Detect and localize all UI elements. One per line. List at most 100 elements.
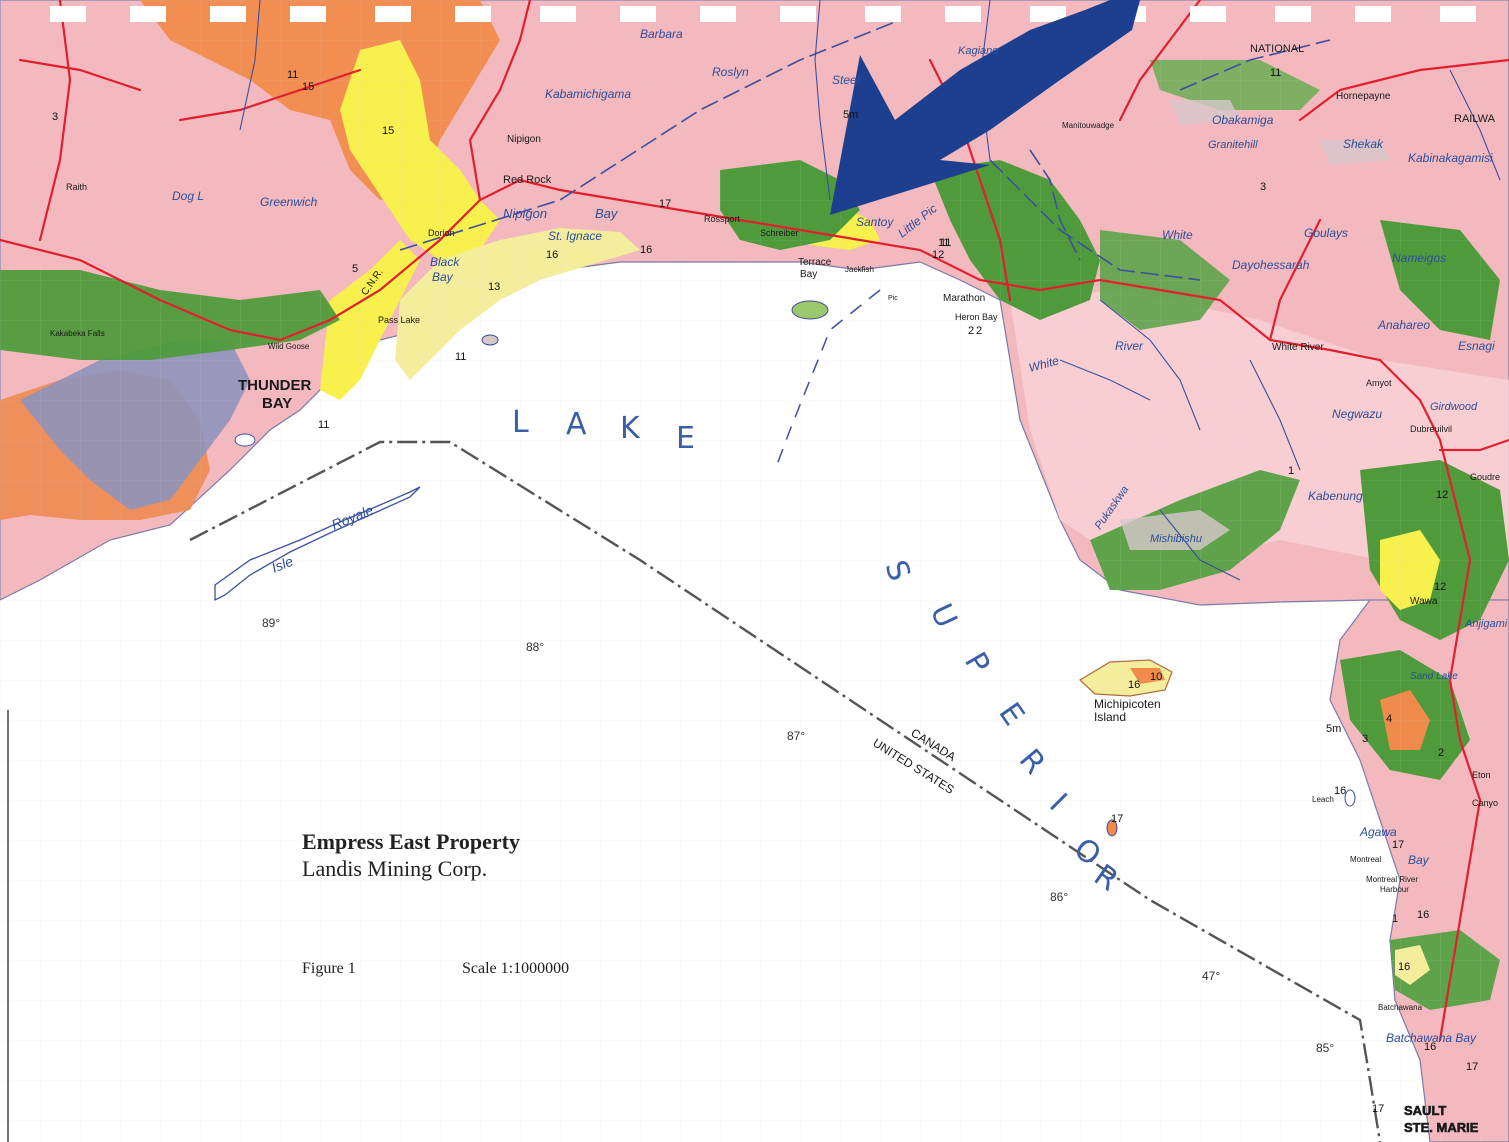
place-label: Wawa	[1410, 596, 1438, 607]
place-label: Dorion	[428, 228, 455, 238]
place-label: Heron Bay	[955, 312, 998, 322]
place-label: Anahareo	[1377, 318, 1430, 332]
longitude-89: 89°	[262, 616, 280, 630]
unit-numbers: 11 15 15 3 16 16 13 11 12 5 2 11 11 17 1…	[52, 67, 1478, 1115]
place-label: Rossport	[704, 214, 741, 224]
unit-number: 17	[1111, 813, 1123, 825]
unit-number: 2	[968, 325, 974, 337]
place-label: Canyo	[1472, 798, 1498, 808]
place-label: Batchawana Bay	[1386, 1031, 1477, 1045]
place-label: Bay	[1408, 853, 1430, 867]
place-label: Sand Lake	[1410, 671, 1458, 682]
longitude-87: 87°	[787, 729, 805, 743]
place-label: Hornepayne	[1336, 91, 1391, 102]
place-label: Marathon	[943, 293, 985, 304]
figure-caption: Empress East Property Landis Mining Corp…	[302, 828, 822, 977]
city-thunder-bay: THUNDER	[238, 377, 311, 394]
place-label: RAILWA	[1454, 113, 1496, 125]
place-label: Leach	[1312, 795, 1334, 804]
property-title: Empress East Property	[302, 829, 520, 854]
place-label: Dayohessarah	[1232, 258, 1310, 272]
place-label: NATIONAL	[1250, 43, 1304, 55]
lake-letter: A	[566, 407, 587, 442]
unit-number: 5	[352, 263, 358, 275]
place-label: Roslyn	[712, 65, 749, 79]
longitude-85: 85°	[1316, 1041, 1334, 1055]
longitude-88: 88°	[526, 640, 544, 654]
arrow-pointer-icon	[830, 0, 1140, 215]
lake-letter: K	[620, 411, 641, 446]
unit-number: 3	[1362, 733, 1368, 745]
unit-number: 5m	[1326, 723, 1341, 735]
lake-letter: L	[512, 405, 529, 440]
place-label: Bay	[432, 270, 454, 284]
railways	[399, 19, 1331, 281]
place-label: Pass Lake	[378, 315, 420, 325]
unit-number: 17	[1372, 1103, 1384, 1115]
place-label: Batchawana	[1378, 1003, 1423, 1012]
place-label: Greenwich	[260, 195, 318, 209]
unit-number: 11	[940, 237, 951, 249]
place-label: Anjigami	[1464, 618, 1508, 630]
place-label: Kakabeka Falls	[50, 329, 105, 338]
place-label: Nipigon	[507, 134, 541, 145]
michipicoten-label-2: Island	[1094, 710, 1126, 724]
latitude-47: 47°	[1202, 969, 1220, 983]
unit-number: 1	[1392, 913, 1398, 925]
place-label: River	[1115, 339, 1144, 353]
unit-number: 17	[1392, 839, 1404, 851]
place-label: Granitehill	[1208, 139, 1258, 151]
city-thunder-bay-2: BAY	[262, 395, 292, 412]
place-label: Montreal River	[1366, 875, 1418, 884]
unit-number: 11	[1270, 67, 1281, 79]
place-label: Kabenung	[1308, 489, 1363, 503]
place-label: Shekak	[1343, 137, 1384, 151]
place-label: White River	[1272, 342, 1324, 353]
place-label: Mishibishu	[1150, 533, 1202, 545]
place-label: Obakamiga	[1212, 113, 1274, 127]
place-label: Agawa	[1359, 825, 1397, 839]
unit-number: 11	[318, 419, 329, 431]
figure-row: Figure 1 Scale 1:1000000	[302, 960, 569, 978]
map-scale: Scale 1:1000000	[462, 960, 570, 977]
place-label: Nipigon	[503, 206, 547, 221]
unit-number: 13	[488, 281, 500, 293]
place-label: Eton	[1472, 770, 1491, 780]
place-label: Terrace	[798, 257, 832, 268]
unit-number: 16	[1398, 961, 1410, 973]
city-sault: SAULT	[1404, 1103, 1446, 1118]
figure-number: Figure 1	[302, 960, 356, 977]
rivers	[239, 0, 1501, 581]
unit-number: 2	[1438, 747, 1444, 759]
international-boundary	[189, 440, 1382, 1142]
unit-number: 16	[640, 244, 652, 256]
place-label: Manitouwadge	[1062, 121, 1115, 130]
place-label: Wild Goose	[268, 342, 310, 351]
place-label: Jackfish	[845, 265, 874, 274]
unit-number: 5m	[843, 109, 858, 121]
place-label: Goudre	[1470, 472, 1500, 482]
unit-number: 15	[302, 81, 314, 93]
unit-number: 16	[1424, 1041, 1436, 1053]
unit-number: 11	[287, 69, 298, 81]
place-label: Black	[430, 255, 460, 269]
place-label: Goulays	[1304, 226, 1348, 240]
place-label: Nameigos	[1392, 251, 1446, 265]
place-label: Barbara	[640, 27, 683, 41]
place-label: Amyot	[1366, 378, 1392, 388]
place-label: Esnagi	[1458, 339, 1495, 353]
place-label: Schreiber	[760, 228, 799, 238]
place-label: Kagiano	[958, 45, 998, 57]
place-label: Steel	[832, 73, 860, 87]
unit-number: 12	[1434, 581, 1446, 593]
place-label: Dubreuilvil	[1410, 424, 1452, 434]
place-label: Kabinakagamisi	[1408, 151, 1493, 165]
unit-number: 16	[546, 249, 558, 261]
unit-number: 2	[976, 325, 982, 337]
place-label: Montreal	[1350, 855, 1381, 864]
unit-number: 16	[1334, 785, 1346, 797]
company-name: Landis Mining Corp.	[302, 856, 488, 881]
place-label: Red Rock	[503, 174, 552, 186]
place-label: Dog L	[172, 189, 204, 203]
unit-number: 11	[455, 351, 466, 363]
